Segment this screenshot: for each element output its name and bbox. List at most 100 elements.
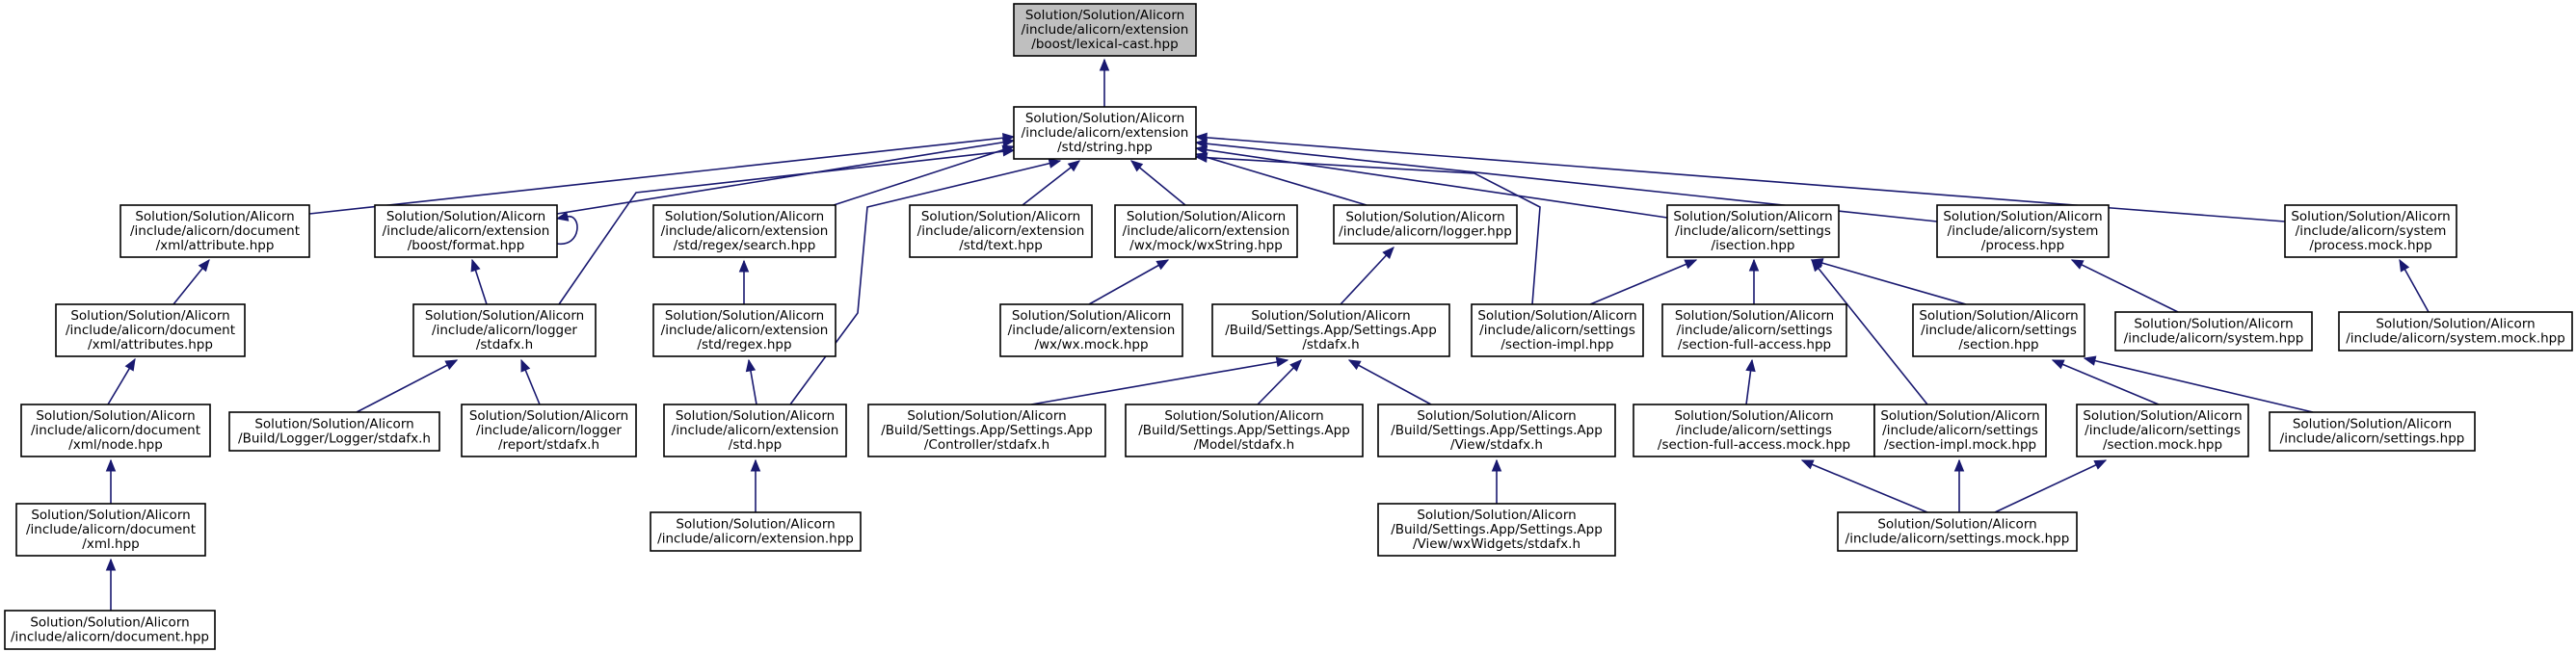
file-node[interactable]: Solution/Solution/Alicorn/include/alicor…	[55, 303, 246, 357]
node-label-line: /include/alicorn/document	[130, 223, 300, 239]
node-box	[1013, 3, 1197, 57]
edge-n26-to-n15	[1257, 359, 1302, 405]
file-node[interactable]: Solution/Solution/Alicorn/include/alicor…	[1114, 204, 1298, 258]
edge-line	[1030, 359, 1288, 405]
node-label-line: /Build/Settings.App/Settings.App	[881, 423, 1093, 438]
node-label-line: /isection.hpp	[1712, 238, 1795, 253]
file-node[interactable]: Solution/Solution/Alicorn/include/alicor…	[652, 204, 837, 258]
file-node[interactable]: Solution/Solution/Alicorn/include/alicor…	[4, 610, 216, 650]
edge-line	[833, 145, 1015, 206]
edge-n19-to-n9	[2070, 259, 2179, 313]
file-node[interactable]: Solution/Solution/Alicorn/include/alicor…	[15, 503, 206, 557]
edge-arrowhead	[1194, 144, 1208, 155]
node-label-line: Solution/Solution/Alicorn	[425, 308, 584, 324]
file-node[interactable]: Solution/Solution/Alicorn/include/alicor…	[1936, 204, 2110, 258]
edge-line	[1195, 147, 1668, 219]
file-node[interactable]: Solution/Solution/Alicorn/include/alicor…	[909, 204, 1093, 258]
file-node[interactable]: Solution/Solution/Alicorn/include/alicor…	[2114, 311, 2313, 352]
file-node[interactable]: Solution/Solution/Alicorn/include/alicor…	[2338, 311, 2573, 352]
file-node[interactable]: Solution/Solution/Alicorn/include/alicor…	[1633, 404, 1875, 457]
edge-arrowhead	[750, 458, 761, 472]
edge-n32-to-n21	[105, 458, 117, 504]
file-node[interactable]: Solution/Solution/Alicorn/include/alicor…	[999, 303, 1183, 357]
edge-line	[2052, 359, 2160, 405]
file-node[interactable]: Solution/Solution/Alicorn/Build/Settings…	[1377, 503, 1616, 557]
file-node[interactable]: Solution/Solution/Alicorn/include/alicor…	[374, 204, 558, 258]
node-label-line: Solution/Solution/Alicorn	[1674, 408, 1833, 424]
file-node[interactable]: Solution/Solution/Alicorn/include/alicor…	[2284, 204, 2457, 258]
edge-arrowhead	[1099, 58, 1110, 71]
node-label-line: Solution/Solution/Alicorn	[70, 308, 229, 324]
node-label-line: /include/alicorn/settings	[1675, 223, 1831, 239]
file-node[interactable]: Solution/Solution/Alicorn/Build/Settings…	[1125, 404, 1364, 457]
node-label-line: Solution/Solution/Alicorn	[254, 417, 413, 432]
file-node[interactable]: Solution/Solution/Alicorn/include/alicor…	[1666, 204, 1840, 258]
node-label-line: Solution/Solution/Alicorn	[30, 615, 189, 631]
file-node[interactable]: Solution/Solution/Alicorn/include/alicor…	[650, 511, 862, 552]
edge-arrowhead	[1748, 258, 1760, 272]
root-file-node[interactable]: Solution/Solution/Alicorn/include/alicor…	[1013, 3, 1197, 57]
file-node[interactable]: Solution/Solution/Alicorn/include/alicor…	[412, 303, 597, 357]
file-node[interactable]: Solution/Solution/Alicorn/include/alicor…	[1013, 106, 1197, 160]
edge-line	[1801, 459, 1928, 513]
edge-arrowhead	[1048, 158, 1062, 169]
file-node[interactable]: Solution/Solution/Alicorn/include/alicor…	[1333, 204, 1518, 245]
file-node[interactable]: Solution/Solution/Alicorn/Build/Settings…	[1377, 404, 1616, 457]
node-label-line: /boost/lexical-cast.hpp	[1031, 37, 1178, 52]
file-node[interactable]: Solution/Solution/Alicorn/include/alicor…	[120, 204, 310, 258]
edge-arrowhead	[520, 358, 531, 373]
node-box	[228, 411, 440, 452]
edge-n23-to-n12	[520, 358, 541, 405]
edge-n13-to-n4	[738, 259, 750, 304]
edge-n14-to-n6	[1088, 259, 1170, 305]
node-box	[2284, 204, 2457, 258]
node-box	[1211, 303, 1450, 357]
file-node[interactable]: Solution/Solution/Alicorn/include/alicor…	[652, 303, 837, 357]
edge-n33-to-n24	[750, 458, 761, 512]
node-label-line: /wx/mock/wxString.hpp	[1129, 238, 1283, 253]
node-label-line: Solution/Solution/Alicorn	[1877, 517, 2036, 533]
file-node[interactable]: Solution/Solution/Alicorn/Build/Settings…	[867, 404, 1106, 457]
edge-n35-to-n30	[1994, 459, 2108, 513]
file-node[interactable]: Solution/Solution/Alicorn/include/alicor…	[2269, 411, 2476, 452]
node-label-line: Solution/Solution/Alicorn	[1673, 209, 1832, 224]
file-node[interactable]: Solution/Solution/Alicorn/include/alicor…	[663, 404, 847, 457]
node-label-line: /View/wxWidgets/stdafx.h	[1413, 536, 1580, 552]
edge-arrowhead	[2070, 259, 2085, 270]
edge-line	[1994, 459, 2107, 513]
edge-n17-to-n8	[1748, 258, 1760, 304]
file-node[interactable]: Solution/Solution/Alicorn/include/alicor…	[1661, 303, 1847, 357]
file-node[interactable]: Solution/Solution/Alicorn/Build/Logger/L…	[228, 411, 440, 452]
file-node[interactable]: Solution/Solution/Alicorn/include/alicor…	[461, 404, 637, 457]
file-node[interactable]: Solution/Solution/Alicorn/include/alicor…	[20, 404, 211, 457]
node-label-line: /xml.hpp	[82, 536, 139, 552]
node-label-line: /xml/attributes.hpp	[88, 337, 213, 352]
file-node[interactable]: Solution/Solution/Alicorn/include/alicor…	[1837, 511, 2078, 552]
file-node[interactable]: Solution/Solution/Alicorn/include/alicor…	[1471, 303, 1644, 357]
file-node[interactable]: Solution/Solution/Alicorn/include/alicor…	[1873, 404, 2047, 457]
edge-n21-to-n11	[107, 357, 136, 405]
file-node[interactable]: Solution/Solution/Alicorn/include/alicor…	[1912, 303, 2085, 357]
node-label-line: Solution/Solution/Alicorn	[1164, 408, 1323, 424]
node-label-line: /include/alicorn/logger	[476, 423, 622, 438]
edge-line	[1811, 259, 1928, 405]
edge-arrowhead	[1129, 160, 1144, 172]
node-box	[55, 303, 246, 357]
file-node[interactable]: Solution/Solution/Alicorn/include/alicor…	[2076, 404, 2249, 457]
node-label-line: /std/string.hpp	[1057, 140, 1153, 155]
edge-n27-to-n15	[1347, 359, 1432, 405]
file-node[interactable]: Solution/Solution/Alicorn/Build/Settings…	[1211, 303, 1450, 357]
node-box	[20, 404, 211, 457]
edge-n20-to-n10	[2399, 258, 2430, 313]
node-label-line: Solution/Solution/Alicorn	[921, 209, 1080, 224]
edge-line	[789, 160, 1061, 405]
node-label-line: Solution/Solution/Alicorn	[36, 408, 195, 424]
node-label-line: Solution/Solution/Alicorn	[1025, 111, 1184, 126]
edge-n34-to-n27	[1491, 458, 1502, 504]
edge-arrowhead	[1382, 247, 1394, 259]
node-label-line: /include/alicorn/extension	[917, 223, 1085, 239]
edge-line	[2071, 259, 2179, 313]
node-label-line: Solution/Solution/Alicorn	[907, 408, 1066, 424]
edge-arrowhead	[1194, 132, 1208, 143]
edge-arrowhead	[1745, 358, 1756, 373]
